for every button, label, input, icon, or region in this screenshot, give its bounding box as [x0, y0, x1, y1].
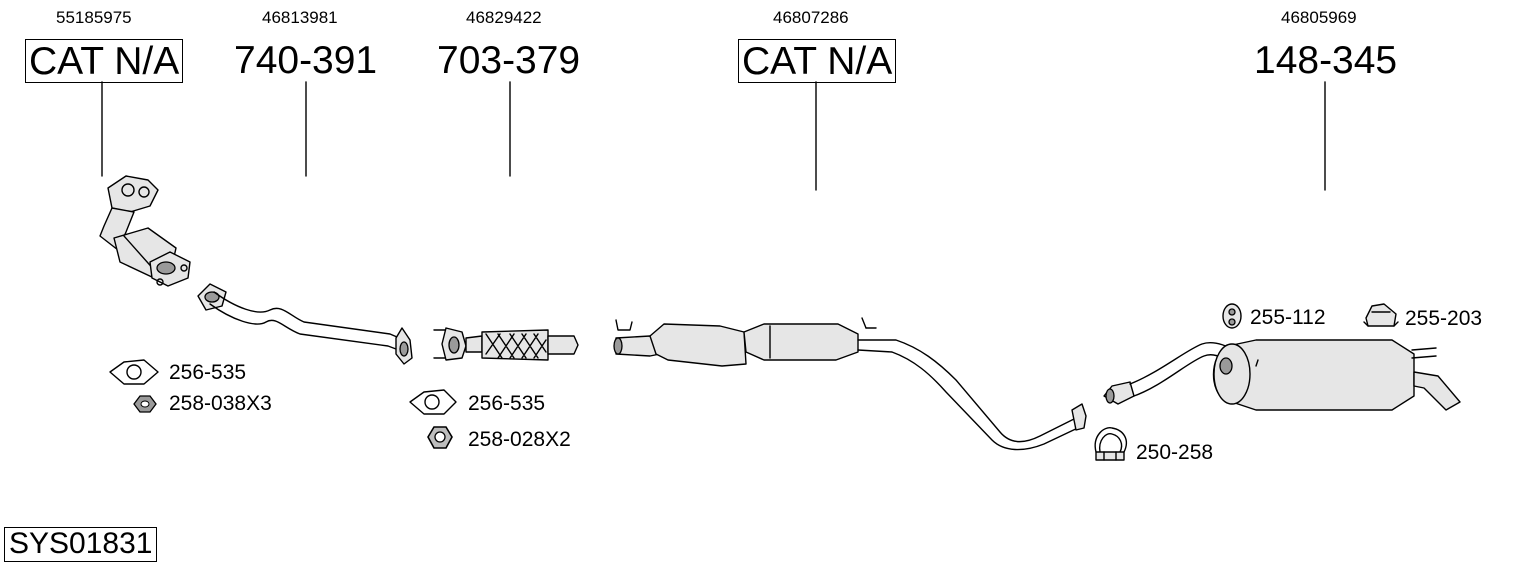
system-code: SYS01831	[4, 527, 158, 562]
part-number-rear-silencer[interactable]: 148-345	[1254, 39, 1398, 82]
middle-catalyst-part[interactable]	[613, 317, 1087, 451]
clamp-icon	[1094, 427, 1128, 461]
part-number-catalyst-middle[interactable]: CAT N/A	[738, 39, 897, 83]
oe-number-catalyst-front: 55185975	[56, 8, 132, 27]
flex-pipe-part[interactable]	[433, 327, 579, 361]
front-catalyst-part[interactable]	[99, 175, 191, 287]
accessory-label-gasket-1: 256-535	[169, 361, 247, 384]
gasket-icon	[409, 389, 457, 415]
oe-number-flex-pipe: 46829422	[466, 8, 542, 27]
accessory-label-gasket-2: 256-535	[468, 392, 546, 415]
part-number-front-pipe[interactable]: 740-391	[234, 39, 378, 82]
accessory-label-clamp: 250-258	[1136, 441, 1214, 464]
nut-icon	[427, 426, 453, 449]
part-number-catalyst-front[interactable]: CAT N/A	[25, 39, 184, 83]
accessory-label-nut-1: 258-038X3	[169, 392, 272, 415]
mounting-bracket-icon	[1363, 303, 1399, 327]
gasket-icon	[109, 359, 159, 385]
accessory-label-nut-2: 258-028X2	[468, 428, 571, 451]
oe-number-front-pipe: 46813981	[262, 8, 338, 27]
front-pipe-part[interactable]	[197, 283, 413, 365]
oe-number-rear-silencer: 46805969	[1281, 8, 1357, 27]
oe-number-catalyst-middle: 46807286	[773, 8, 849, 27]
rear-silencer-part[interactable]	[1103, 339, 1461, 411]
part-number-flex-pipe[interactable]: 703-379	[437, 39, 581, 82]
nut-icon	[133, 395, 157, 413]
rubber-mount-icon	[1222, 303, 1242, 329]
accessory-label-bracket: 255-203	[1405, 307, 1483, 330]
leader-lines	[101, 81, 1326, 191]
accessory-label-rubber-mount: 255-112	[1250, 306, 1326, 329]
